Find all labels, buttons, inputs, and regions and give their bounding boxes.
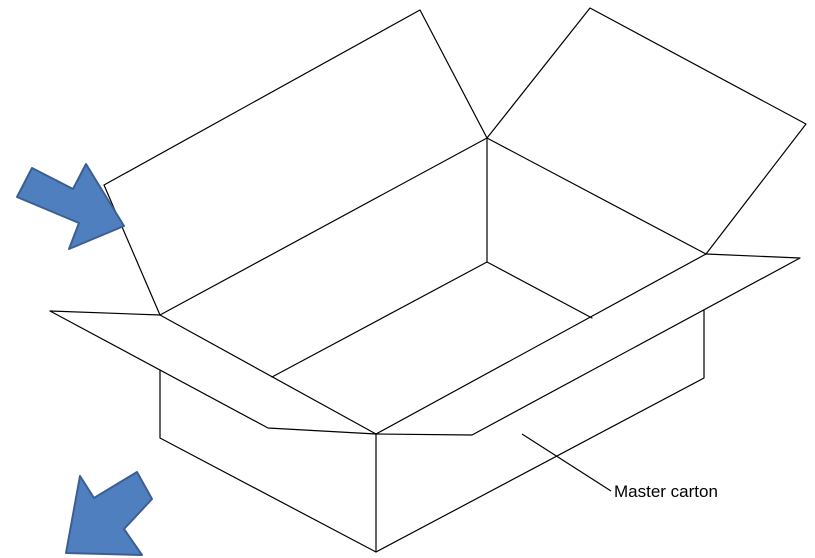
front-right-flap bbox=[375, 253, 801, 436]
block-arrow-icon bbox=[65, 471, 153, 556]
upper-arrow bbox=[16, 163, 125, 250]
lower-arrow bbox=[65, 471, 153, 556]
inner-rim bbox=[159, 137, 707, 435]
label-leader-line bbox=[521, 433, 612, 492]
master-carton-label: Master carton bbox=[614, 482, 718, 501]
back-left-flap bbox=[103, 9, 488, 316]
box-left-side bbox=[159, 309, 705, 553]
block-arrow-icon bbox=[16, 163, 125, 250]
inner-floor-left bbox=[271, 261, 488, 378]
carton-box bbox=[49, 7, 807, 553]
front-left-flap bbox=[49, 310, 377, 435]
back-right-flap bbox=[486, 7, 807, 255]
inner-floor-right bbox=[486, 261, 593, 319]
